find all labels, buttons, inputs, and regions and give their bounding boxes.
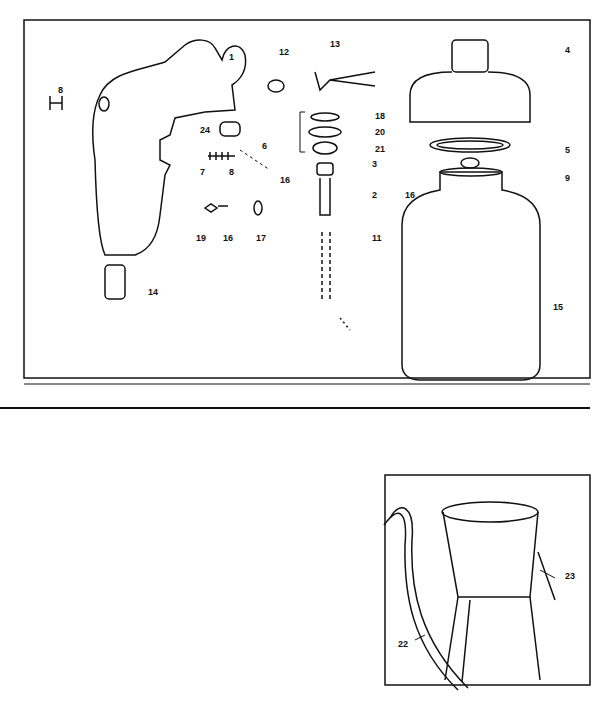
callout-number: 19 — [196, 234, 206, 243]
callout-number: 22 — [398, 640, 408, 649]
callout-number: 16 — [280, 176, 290, 185]
callout-number: 23 — [565, 572, 575, 581]
callout-number: 2 — [372, 191, 377, 200]
callout-number: 24 — [200, 126, 210, 135]
callout-number: 1 — [229, 53, 234, 62]
gun-body — [93, 40, 246, 255]
callout-number: 21 — [375, 145, 385, 154]
cup-stand — [443, 512, 538, 597]
callout-number: 9 — [565, 174, 570, 183]
callout-number: 8 — [229, 168, 234, 177]
callout-number: 11 — [372, 234, 382, 243]
callout-number: 18 — [375, 112, 385, 121]
callout-number: 3 — [372, 160, 377, 169]
callout-number: 15 — [553, 303, 563, 312]
callout-number: 17 — [256, 234, 266, 243]
frame — [24, 20, 590, 378]
callout-number: 6 — [262, 142, 267, 151]
callout-number: 16 — [223, 234, 233, 243]
callout-number: 16 — [405, 191, 415, 200]
callout-number: 7 — [200, 168, 205, 177]
callout-number: 13 — [330, 40, 340, 49]
callout-number: 5 — [565, 146, 570, 155]
callout-number: 14 — [148, 288, 158, 297]
callout-number: 12 — [279, 48, 289, 57]
frame — [385, 475, 590, 685]
callout-number: 8 — [58, 86, 63, 95]
callout-number: 4 — [565, 46, 570, 55]
callout-number: 20 — [375, 128, 385, 137]
